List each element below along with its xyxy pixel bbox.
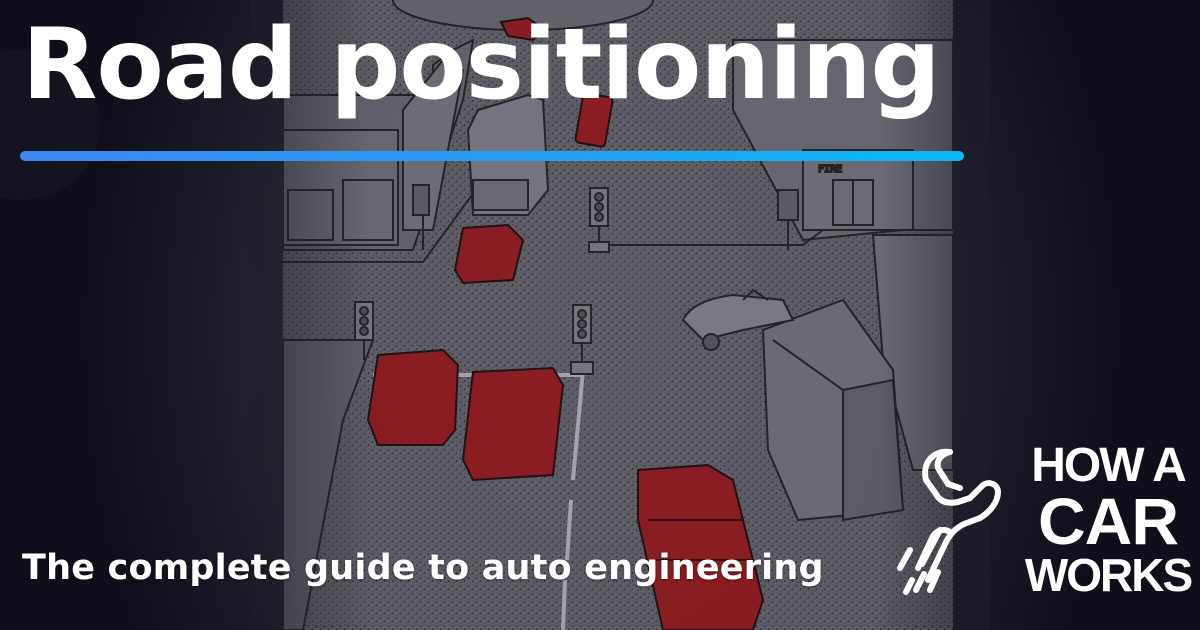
tagline: The complete guide to auto engineering [22, 548, 824, 588]
logo-line-car: CAR [1038, 484, 1179, 558]
illustration-fade-right [880, 0, 990, 630]
white-convertible [681, 288, 795, 351]
wrench-speed-icon [897, 448, 1001, 595]
svg-text:FIRE: FIRE [818, 164, 842, 175]
accent-bar [20, 151, 964, 161]
logo-wordmark: HOW A CAR WORKS [1018, 439, 1198, 601]
illustration-fade-left [250, 0, 370, 630]
logo-line-how-a: HOW A [1031, 439, 1187, 492]
brand-logo: HOW A CAR WORKS [888, 440, 1193, 600]
logo-line-works: WORKS [1024, 549, 1193, 601]
page-title: Road positioning [22, 8, 941, 122]
red-cars [366, 16, 765, 630]
